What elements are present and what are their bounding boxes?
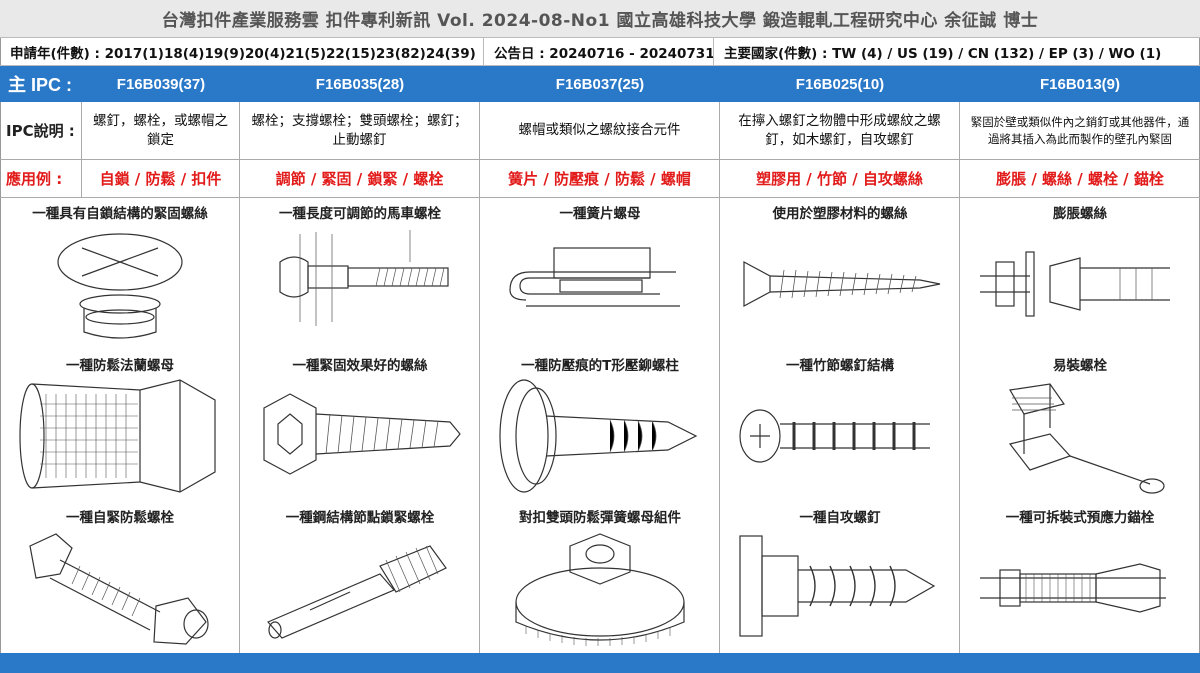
ipc-code: F16B013(9) <box>1039 75 1121 93</box>
announcement-date: 公告日 : 20240716 - 20240731 <box>484 38 714 66</box>
patent-title: 一種具有自鎖結構的緊固螺絲 <box>32 206 208 222</box>
footer-bar <box>0 653 1200 673</box>
patent-column: 一種簧片螺母 一種防壓痕的T形壓鉚螺柱 <box>480 198 720 653</box>
patent-card: 一種自攻螺釘 <box>720 502 960 654</box>
patent-title: 一種防鬆法蘭螺母 <box>66 358 174 374</box>
patent-title: 一種自緊防鬆螺栓 <box>66 510 174 526</box>
patent-card: 使用於塑膠材料的螺絲 <box>720 198 960 350</box>
application-tags: 簧片 / 防壓痕 / 防鬆 / 螺帽 <box>480 160 720 197</box>
ipc-description-label: IPC說明 : <box>0 102 82 159</box>
ipc-code: F16B025(10) <box>795 75 885 93</box>
t-shaped-stud-drawing <box>499 379 698 493</box>
application-tags: 塑膠用 / 竹節 / 自攻螺絲 <box>720 160 960 197</box>
patent-title: 一種簧片螺母 <box>559 206 641 222</box>
patent-card: 一種簧片螺母 <box>480 198 720 350</box>
easy-install-bolt-drawing <box>1008 383 1165 494</box>
patent-card: 易裝螺栓 <box>960 350 1200 502</box>
steel-structure-bolt-drawing <box>267 545 447 639</box>
ipc-description-row: IPC說明 : 螺釘，螺栓，或螺帽之鎖定 螺栓；支撐螺栓；雙頭螺栓；螺釘；止動螺… <box>0 102 1200 160</box>
ipc-code: F16B039(37) <box>116 75 206 93</box>
patent-card: 一種具有自鎖結構的緊固螺絲 <box>0 198 240 350</box>
removable-prestressed-anchor-drawing <box>980 563 1166 613</box>
flange-nut-drawing <box>19 379 216 493</box>
main-countries: 主要國家(件數) : TW (4) / US (19) / CN (132) /… <box>724 46 1162 62</box>
patent-card: 一種竹節螺釘結構 <box>720 350 960 502</box>
patent-title: 一種緊固效果好的螺絲 <box>292 358 428 374</box>
application-label: 應用例 : <box>0 160 82 197</box>
patent-column: 一種長度可調節的馬車螺栓 一種緊固效果好的螺絲 <box>240 198 480 653</box>
patent-title: 易裝螺栓 <box>1053 358 1107 374</box>
double-ended-spring-nut-drawing <box>515 533 685 646</box>
ipc-code: F16B035(28) <box>315 75 405 93</box>
patent-card: 一種長度可調節的馬車螺栓 <box>240 198 480 350</box>
application-years: 申請年(件數) : 2017(1)18(4)19(9)20(4)21(5)22(… <box>0 38 484 66</box>
patent-title: 使用於塑膠材料的螺絲 <box>772 206 908 222</box>
patent-card: 對扣雙頭防鬆彈簧螺母組件 <box>480 502 720 654</box>
fastening-screw-drawing <box>263 393 461 475</box>
patent-card: 一種鋼結構節點鎖緊螺栓 <box>240 502 480 654</box>
patent-title: 一種可拆裝式預應力錨栓 <box>1005 510 1155 526</box>
ipc-table: IPC說明 : 螺釘，螺栓，或螺帽之鎖定 螺栓；支撐螺栓；雙頭螺栓；螺釘；止動螺… <box>0 102 1200 198</box>
patent-card: 一種防壓痕的T形壓鉚螺柱 <box>480 350 720 502</box>
spring-nut-drawing <box>509 247 680 307</box>
self-locking-screw-drawing <box>57 233 183 339</box>
ipc-code: F16B037(25) <box>555 75 645 93</box>
patent-card: 一種自緊防鬆螺栓 <box>0 502 240 654</box>
page-title: 台灣扣件產業服務雲 扣件專利新訊 Vol. 2024-08-No1 國立高雄科技… <box>0 0 1200 38</box>
patent-title: 一種防壓痕的T形壓鉚螺柱 <box>521 358 679 374</box>
patent-column: 使用於塑膠材料的螺絲 一種竹節螺釘結構 <box>720 198 960 653</box>
ipc-label: 主 IPC : <box>8 75 73 95</box>
ipc-description: 螺帽或類似之螺紋接合元件 <box>480 102 720 159</box>
self-tightening-bolt-drawing <box>29 533 209 645</box>
patent-column: 一種具有自鎖結構的緊固螺絲 一種防鬆法蘭螺母 <box>0 198 240 653</box>
patent-title: 一種自攻螺釘 <box>799 510 881 526</box>
application-row: 應用例 : 自鎖 / 防鬆 / 扣件 調節 / 緊固 / 鎖緊 / 螺栓 簧片 … <box>0 160 1200 198</box>
patent-card: 一種防鬆法蘭螺母 <box>0 350 240 502</box>
patent-title: 一種鋼結構節點鎖緊螺栓 <box>285 510 435 526</box>
plastic-screw-drawing <box>743 260 941 308</box>
application-tags: 調節 / 緊固 / 鎖緊 / 螺栓 <box>240 160 480 197</box>
ipc-header-row: 主 IPC : F16B039(37) F16B035(28) F16B037(… <box>0 66 1200 102</box>
bamboo-screw-drawing <box>739 409 930 463</box>
patent-title: 一種竹節螺釘結構 <box>786 358 894 374</box>
expansion-screw-drawing <box>980 251 1170 317</box>
application-tags: 膨脹 / 螺絲 / 螺栓 / 錨栓 <box>996 170 1164 188</box>
ipc-description: 螺栓；支撐螺栓；雙頭螺栓；螺釘；止動螺釘 <box>240 102 480 159</box>
summary-row: 申請年(件數) : 2017(1)18(4)19(9)20(4)21(5)22(… <box>0 38 1200 66</box>
carriage-bolt-drawing <box>279 230 449 326</box>
patent-card: 一種可拆裝式預應力錨栓 <box>960 502 1200 654</box>
patent-title: 對扣雙頭防鬆彈簧螺母組件 <box>519 510 681 526</box>
patent-card: 一種緊固效果好的螺絲 <box>240 350 480 502</box>
self-tapping-screw-drawing <box>739 535 936 637</box>
ipc-description: 在擰入螺釘之物體中形成螺紋之螺釘，如木螺釘，自攻螺釘 <box>720 102 960 159</box>
ipc-description: 螺釘，螺栓，或螺帽之鎖定 <box>82 102 240 159</box>
patent-title: 膨脹螺絲 <box>1053 206 1107 222</box>
patent-gallery: 一種具有自鎖結構的緊固螺絲 一種防鬆法蘭螺母 <box>0 198 1200 653</box>
patent-column: 膨脹螺絲 易裝螺栓 <box>960 198 1200 653</box>
application-tags: 自鎖 / 防鬆 / 扣件 <box>82 160 240 197</box>
ipc-description: 緊固於壁或類似件內之銷釘或其他器件，通過將其插入為此而製作的壁孔內緊固 <box>970 114 1190 146</box>
patent-card: 膨脹螺絲 <box>960 198 1200 350</box>
patent-title: 一種長度可調節的馬車螺栓 <box>279 206 441 222</box>
